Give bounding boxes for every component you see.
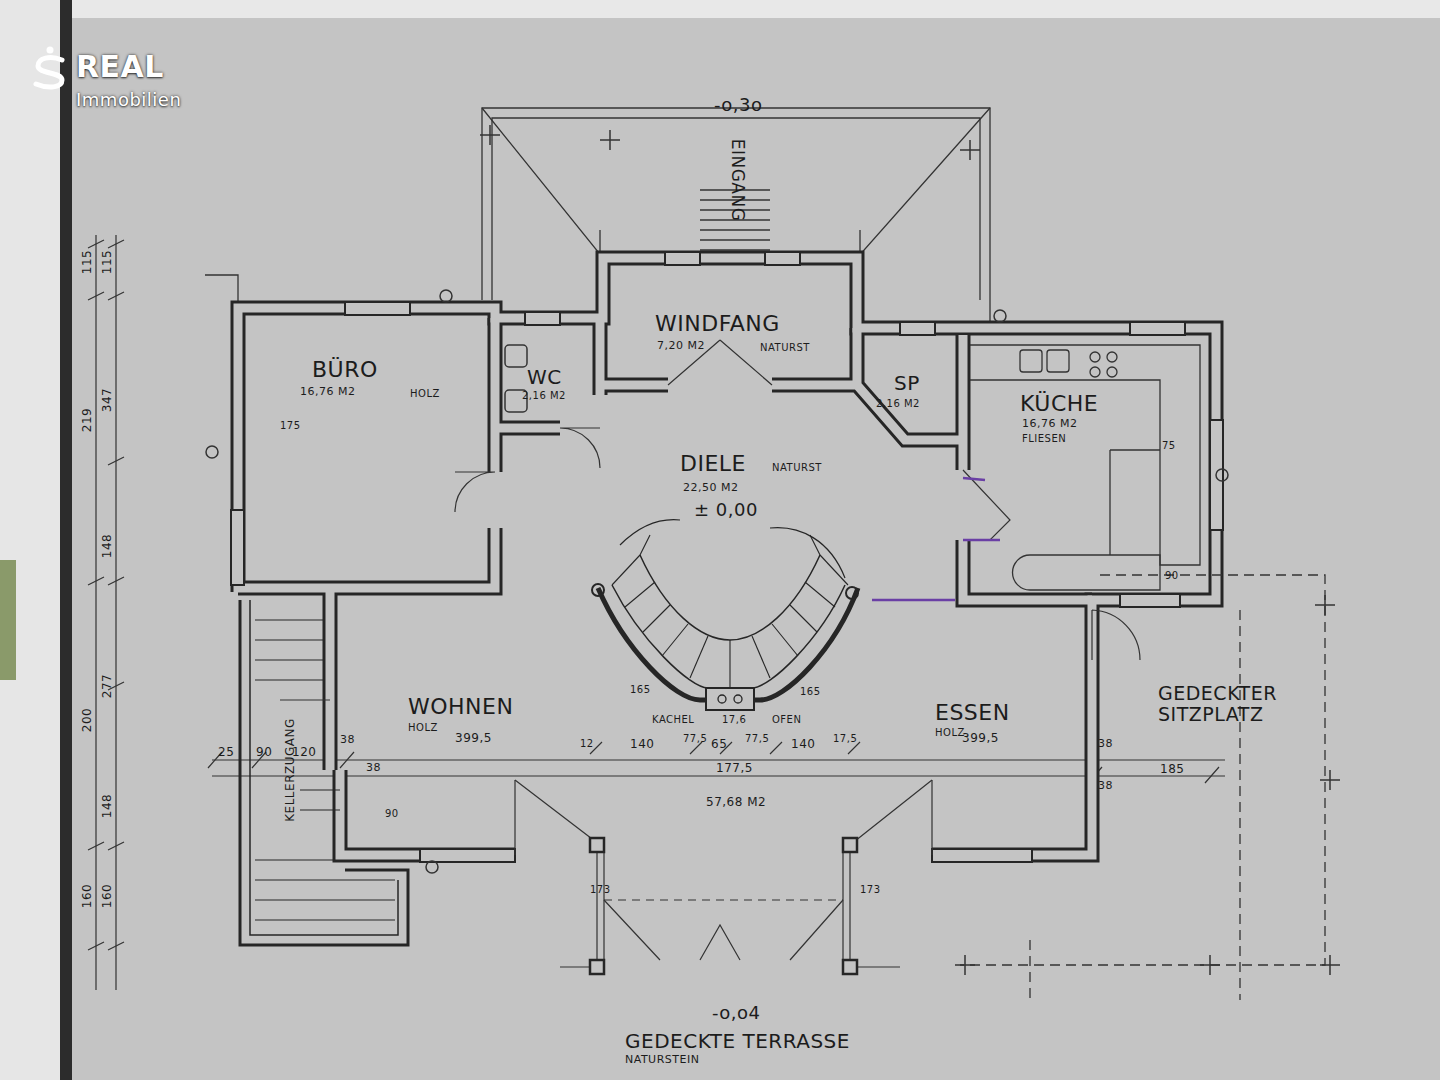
dimension-label: 120 — [292, 746, 316, 759]
room-note: HOLZ — [935, 727, 965, 738]
room-note: 399,5 — [455, 732, 492, 745]
dimension-label: 12 — [580, 738, 594, 749]
room-area: BÜRO 16,76 M2 HOLZ — [250, 325, 490, 580]
dimension-label: 173 — [590, 884, 611, 895]
room-area: SP 2,16 M2 — [867, 345, 959, 435]
dimension-label: 38 — [1098, 780, 1113, 792]
room-name: GEDECKTE TERRASSE — [625, 1030, 850, 1052]
room-note: 399,5 — [962, 732, 999, 745]
dimension-label: 219 — [81, 408, 94, 432]
dimension-label: 160 — [81, 884, 94, 908]
dimension-label: 90 — [256, 746, 272, 759]
room-area: KELLERZUGANG — [256, 690, 326, 850]
room-note: HOLZ — [408, 722, 438, 733]
room-name: SP — [894, 372, 920, 394]
room-name: WINDFANG — [655, 312, 780, 336]
dimension-label: 57,68 M2 — [706, 796, 766, 809]
room-note: 2,16 M2 — [522, 390, 566, 401]
room-note: 22,50 M2 — [683, 482, 738, 494]
room-note: HOLZ — [410, 388, 440, 399]
dimension-label: 90 — [1165, 570, 1179, 581]
dimension-label: 173 — [860, 884, 881, 895]
dimension-label: 65 — [711, 738, 727, 751]
dimension-label: 115 — [101, 250, 114, 274]
dimension-label: 77,5 — [683, 733, 707, 744]
room-note: NATURSTEIN — [625, 1054, 699, 1066]
room-name: ESSEN — [935, 701, 1010, 725]
room-name: WOHNEN — [408, 695, 513, 719]
dimension-label: 185 — [1160, 763, 1184, 776]
room-note: 16,76 M2 — [1022, 418, 1077, 430]
dimension-label: 140 — [630, 738, 654, 751]
dimension-label: 347 — [101, 388, 114, 412]
dimension-label: 38 — [366, 762, 381, 774]
room-note: 2,16 M2 — [876, 398, 920, 409]
dimension-label: -o,3o — [714, 95, 763, 115]
logo-text: REAL — [76, 50, 164, 83]
room-name: DIELE — [680, 452, 746, 476]
dimension-label: 148 — [101, 794, 114, 818]
dimension-label: 160 — [101, 884, 114, 908]
room-area: KÜCHE 16,76 M2 FLIESEN — [968, 385, 1158, 446]
room-area: GEDECKTER SITZPLATZ — [1150, 678, 1325, 738]
room-area: GEDECKTE TERRASSE NATURSTEIN — [600, 1025, 940, 1075]
room-note: NATURST — [760, 342, 810, 353]
room-name: WC — [527, 366, 562, 388]
dimension-label: KACHEL — [652, 714, 694, 725]
dimension-label: 38 — [1098, 738, 1113, 750]
dimension-label: 165 — [800, 686, 821, 697]
dimension-label: 200 — [81, 708, 94, 732]
room-area: WINDFANG 7,20 M2 NATURST — [612, 270, 852, 378]
dimension-label: -o,o4 — [712, 1003, 761, 1023]
room-area: ESSEN HOLZ399,5 — [900, 695, 1085, 750]
dimension-label: 277 — [101, 674, 114, 698]
room-note: FLIESEN — [1022, 433, 1066, 444]
logo-text: Immobilien — [76, 90, 181, 110]
dimension-label: OFEN — [772, 714, 801, 725]
dimension-label: 90 — [385, 808, 399, 819]
dimension-label: 148 — [101, 534, 114, 558]
dimension-label: 165 — [630, 684, 651, 695]
dimension-label: 140 — [791, 738, 815, 751]
dimension-label: 38 — [340, 734, 355, 746]
dimension-label: EINGANG — [729, 139, 748, 222]
dimension-label: 75 — [1162, 440, 1176, 451]
room-name: KELLERZUGANG — [284, 718, 297, 822]
dimension-label: 17,5 — [833, 733, 857, 744]
room-area: WOHNEN HOLZ 399,5 — [350, 690, 600, 752]
room-note: ± 0,00 — [694, 500, 758, 520]
room-name: GEDECKTER SITZPLATZ — [1158, 683, 1308, 725]
dimension-label: 115 — [81, 250, 94, 274]
room-name: KÜCHE — [1020, 392, 1098, 416]
dimension-label: 17,6 — [722, 714, 746, 725]
dimension-label: 177,5 — [716, 762, 753, 775]
dimension-label: 25 — [218, 746, 234, 759]
dimension-label: 77,5 — [745, 733, 769, 744]
room-name: BÜRO — [312, 358, 378, 382]
room-area: WC 2,16 M2 — [503, 325, 595, 420]
room-area: DIELE NATURST 22,50 M2 ± 0,00 — [500, 440, 955, 530]
dimension-label: 175 — [280, 420, 301, 431]
room-note: 7,20 M2 — [657, 340, 705, 352]
room-note: 16,76 M2 — [300, 386, 355, 398]
room-note: NATURST — [772, 462, 822, 473]
